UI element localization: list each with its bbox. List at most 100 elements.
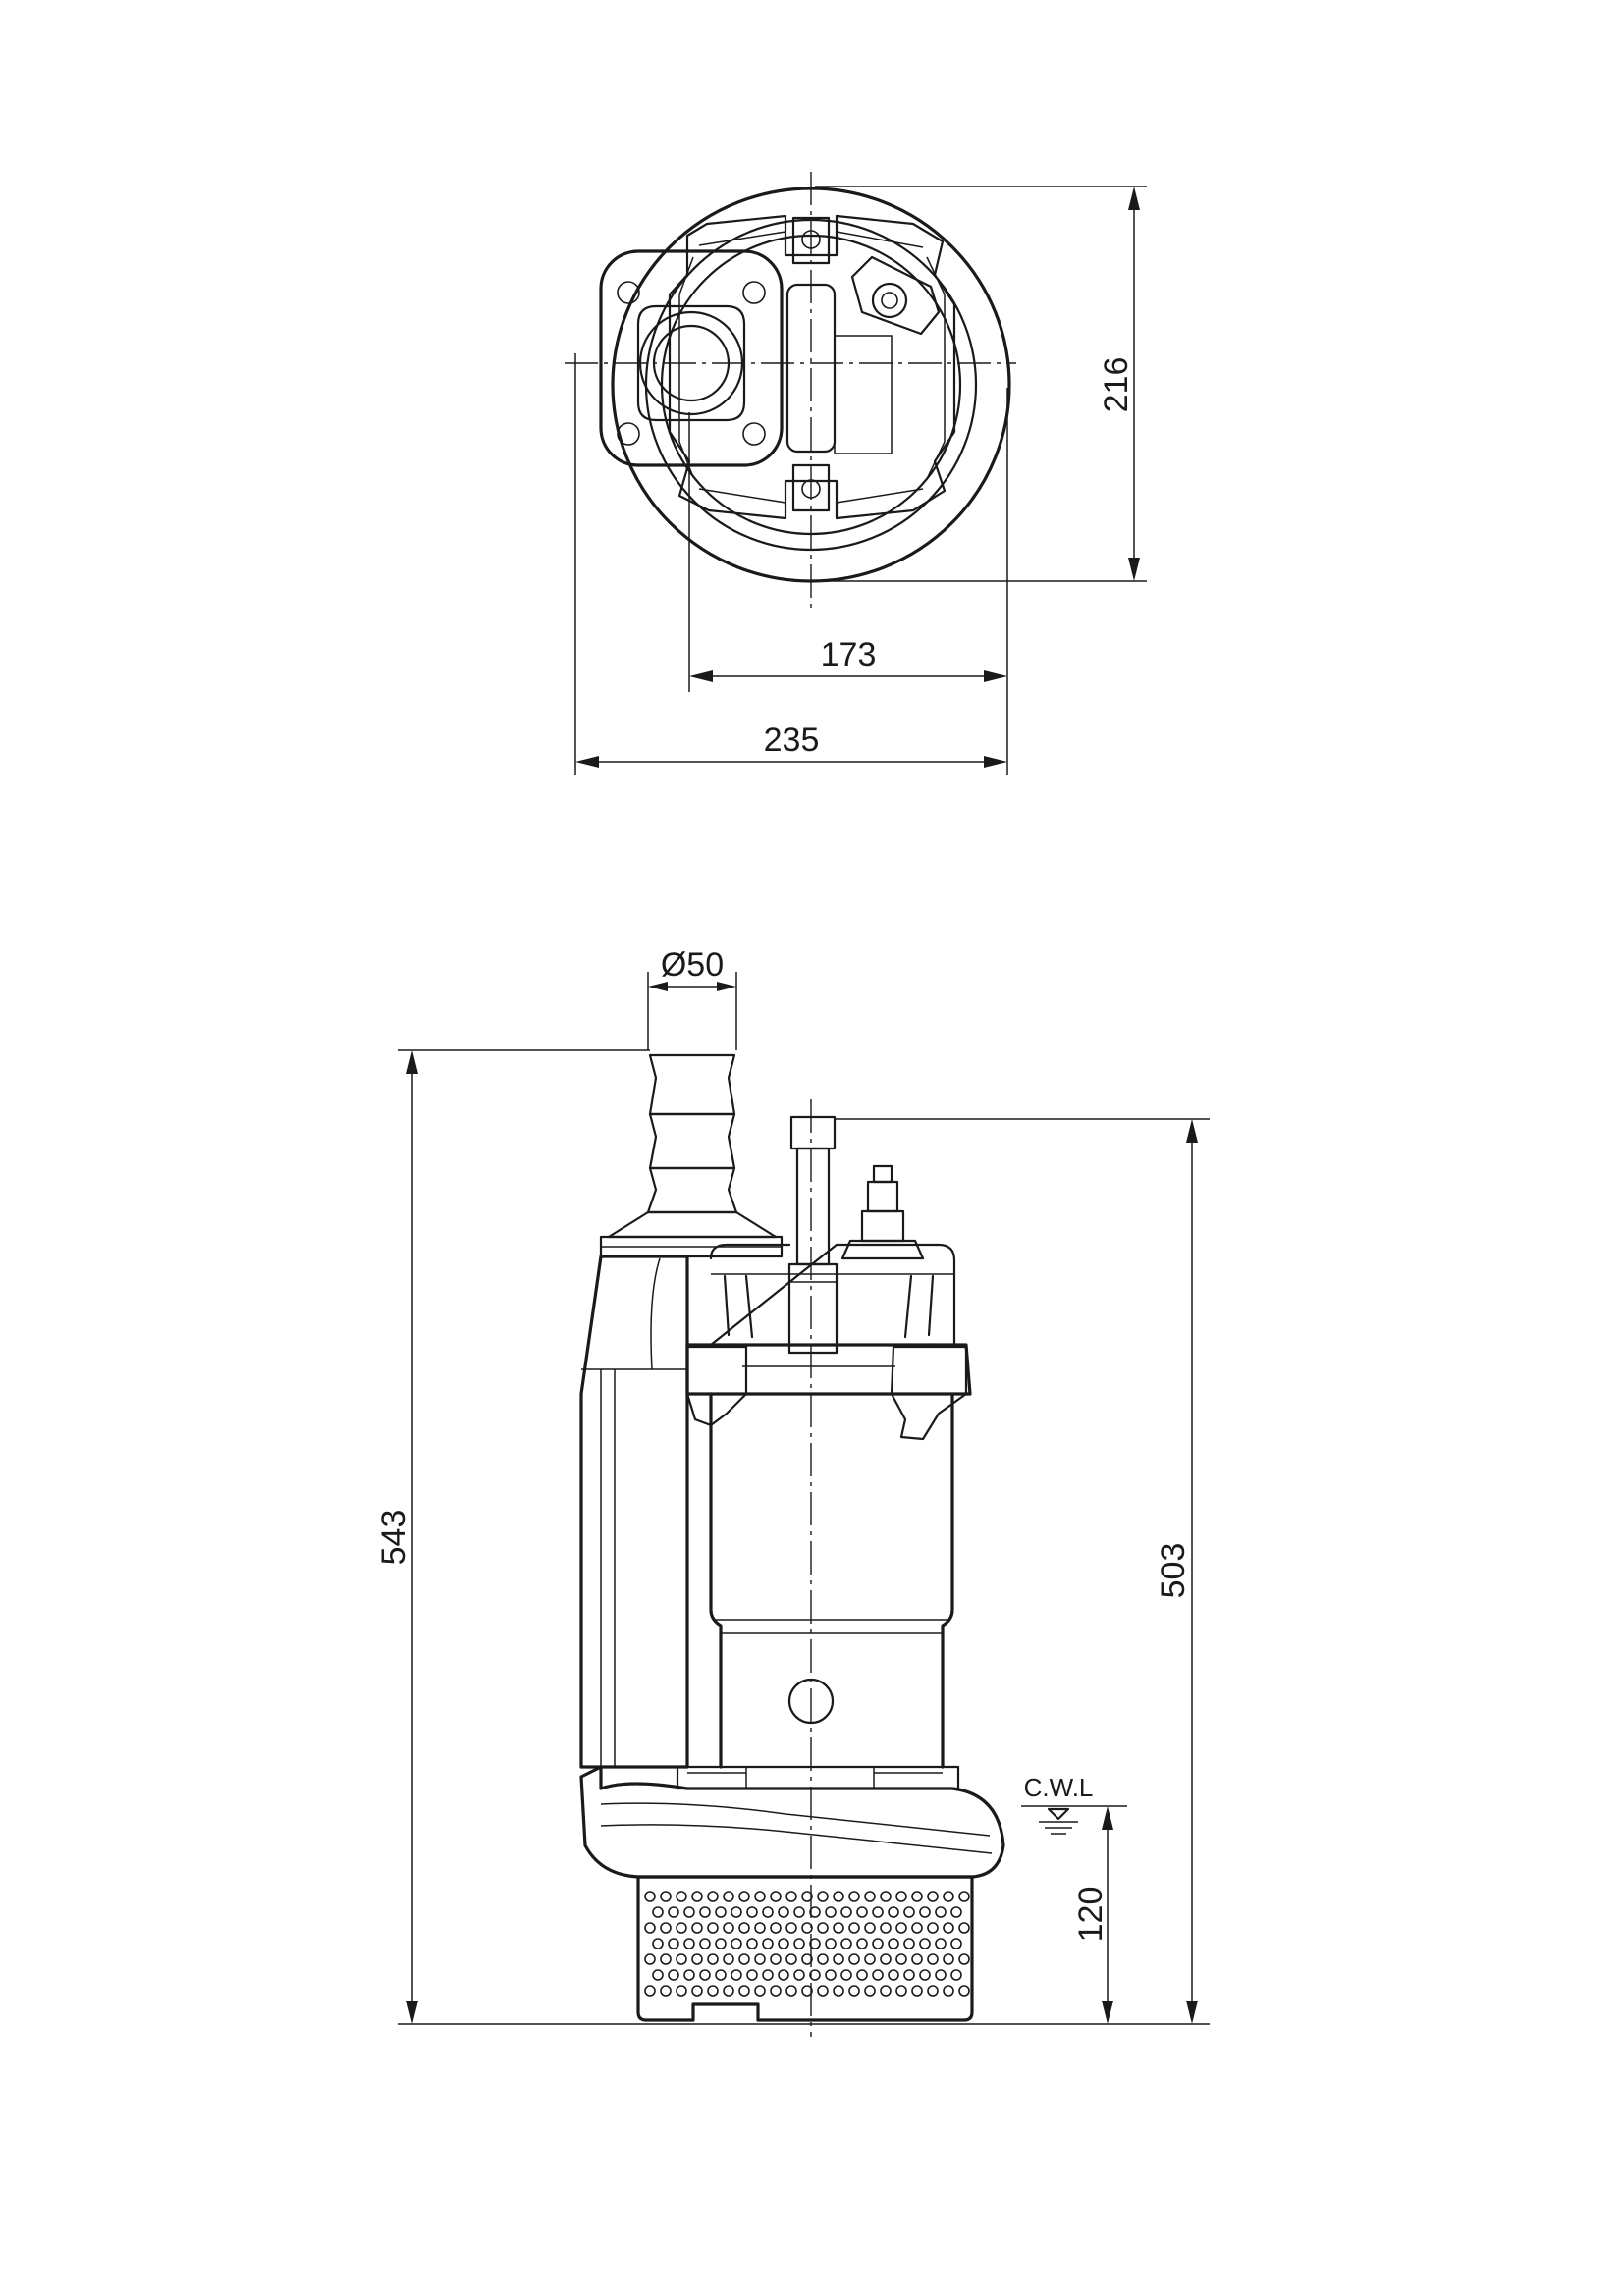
cable-gland-flange <box>850 255 941 336</box>
cable-gland-hole <box>881 292 898 309</box>
strainer-hole <box>785 1891 797 1902</box>
strainer-hole <box>809 1906 821 1918</box>
strainer-hole <box>746 1906 758 1918</box>
dim-diameter-label: Ø50 <box>661 946 724 984</box>
strainer-hole <box>683 1938 695 1949</box>
cable-gland-body <box>860 1209 905 1243</box>
strainer-hole <box>668 1938 679 1949</box>
strainer-hole <box>738 1922 750 1934</box>
dim-235-label: 235 <box>764 721 820 759</box>
strainer-hole <box>911 1953 923 1965</box>
dim-173-label: 173 <box>821 636 877 673</box>
strainer-hole <box>778 1906 789 1918</box>
strainer-hole <box>888 1906 899 1918</box>
strainer-hole <box>895 1922 907 1934</box>
strainer-hole <box>691 1985 703 1997</box>
cwl-label: C.W.L <box>1024 1773 1094 1802</box>
strainer-hole <box>958 1891 970 1902</box>
strainer-hole <box>888 1969 899 1981</box>
strainer-hole <box>801 1891 813 1902</box>
dim-503-label: 503 <box>1155 1543 1192 1599</box>
strainer-hole <box>911 1985 923 1997</box>
dim-120-arrow-top <box>1102 1806 1113 1830</box>
strainer-hole <box>840 1969 852 1981</box>
strainer-hole <box>903 1969 915 1981</box>
strainer-hole <box>660 1985 672 1997</box>
strainer-hole <box>793 1969 805 1981</box>
strainer-hole <box>707 1922 719 1934</box>
dim-120-label: 120 <box>1072 1887 1110 1943</box>
top-view: 216 173 235 <box>565 172 1147 775</box>
strainer-hole <box>801 1922 813 1934</box>
motor-cover-plate <box>834 335 893 454</box>
strainer-hole <box>864 1953 876 1965</box>
strainer-hole <box>715 1969 727 1981</box>
strainer-hole <box>927 1891 939 1902</box>
strainer-hole <box>676 1985 687 1997</box>
strainer-hole <box>644 1985 656 1997</box>
strainer-hole <box>770 1953 782 1965</box>
strainer-hole <box>723 1985 734 1997</box>
strainer-hole <box>895 1985 907 1997</box>
strainer-hole <box>762 1969 774 1981</box>
strainer-hole <box>825 1938 837 1949</box>
strainer-hole <box>707 1953 719 1965</box>
casing-curve <box>650 1257 661 1370</box>
strainer-hole <box>943 1985 954 1997</box>
dim-120-arrow-bottom <box>1102 2001 1113 2024</box>
cable-gland <box>840 1164 925 1260</box>
strainer-hole <box>935 1938 947 1949</box>
strainer <box>636 1875 974 2022</box>
strainer-hole <box>738 1953 750 1965</box>
strainer-hole <box>762 1938 774 1949</box>
strainer-hole <box>950 1969 962 1981</box>
strainer-hole <box>943 1891 954 1902</box>
motor-housing-outer-ring <box>644 218 978 552</box>
strainer-hole <box>731 1906 742 1918</box>
strainer-hole <box>770 1922 782 1934</box>
motor-inspection-hole <box>787 1678 835 1725</box>
dim-503-arrow-bottom <box>1186 2001 1198 2024</box>
strainer-hole <box>699 1906 711 1918</box>
dim-235-arrow-left <box>575 756 599 768</box>
handle-top-lug <box>791 216 831 265</box>
strainer-hole <box>833 1953 844 1965</box>
strainer-hole <box>927 1985 939 1997</box>
strainer-hole <box>833 1985 844 1997</box>
pump-casing-top <box>676 1765 960 1790</box>
strainer-hole <box>762 1906 774 1918</box>
strainer-hole <box>754 1985 766 1997</box>
strainer-hole <box>958 1953 970 1965</box>
strainer-hole <box>683 1969 695 1981</box>
handle-shaft <box>795 1147 831 1266</box>
strainer-hole <box>895 1953 907 1965</box>
base-disc-outline <box>611 187 1011 583</box>
strainer-hole <box>903 1938 915 1949</box>
flange-bolt-top-right <box>742 281 766 304</box>
strainer-hole <box>731 1938 742 1949</box>
strainer-outline <box>636 1875 974 2022</box>
strainer-hole <box>935 1969 947 1981</box>
strainer-hole <box>848 1922 860 1934</box>
hose-nozzle-top-segment <box>648 1053 736 1116</box>
strainer-hole <box>683 1906 695 1918</box>
strainer-hole <box>958 1985 970 1997</box>
motor-body <box>709 1392 954 1769</box>
cable-gland-ring <box>871 282 908 319</box>
strainer-hole <box>895 1891 907 1902</box>
strainer-hole <box>738 1985 750 1997</box>
strainer-hole <box>715 1938 727 1949</box>
strainer-hole <box>793 1906 805 1918</box>
strainer-hole <box>864 1922 876 1934</box>
strainer-hole <box>872 1969 884 1981</box>
dim-543-label: 543 <box>375 1510 412 1566</box>
strainer-hole <box>848 1985 860 1997</box>
strainer-hole <box>950 1938 962 1949</box>
strainer-hole <box>856 1906 868 1918</box>
dim-543-arrow-bottom <box>406 2001 418 2024</box>
strainer-hole <box>840 1938 852 1949</box>
strainer-hole <box>935 1906 947 1918</box>
strainer-hole <box>691 1953 703 1965</box>
discharge-outlet-outer <box>638 310 744 416</box>
strainer-hole <box>707 1985 719 1997</box>
